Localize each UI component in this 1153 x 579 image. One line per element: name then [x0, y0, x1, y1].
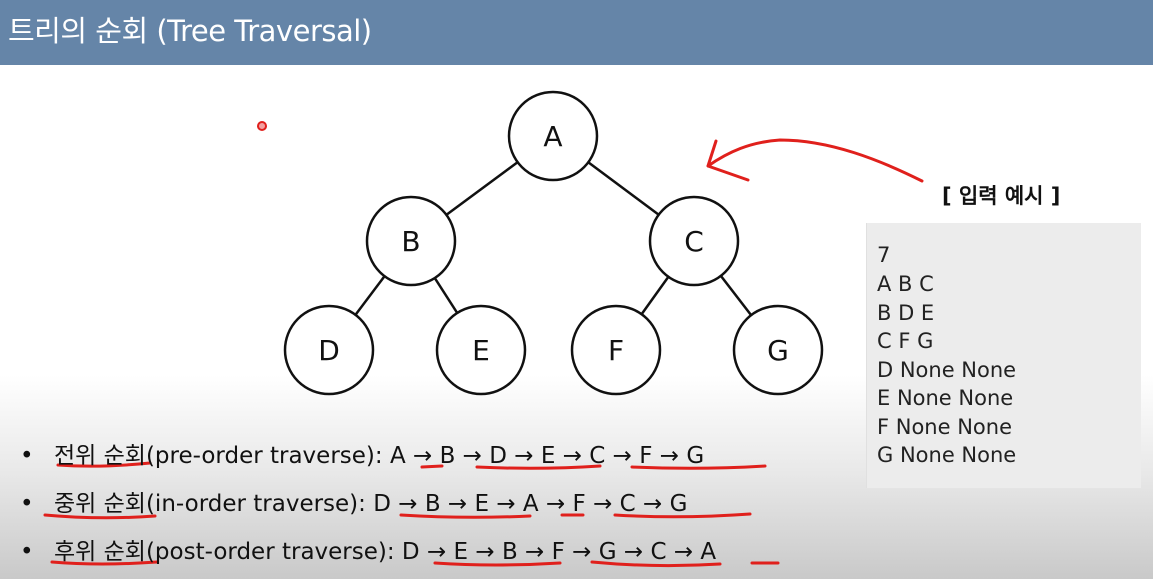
bullet-icon: • — [20, 539, 34, 565]
traversal-name: 후위 순회 — [54, 539, 146, 565]
node-g: G — [732, 304, 824, 396]
node-b: B — [365, 195, 457, 287]
node-d: D — [283, 304, 375, 396]
input-line: A B C — [877, 272, 934, 296]
input-line: 7 — [877, 243, 891, 267]
traversal-postorder: • 후위 순회(post-order traverse): D → E → B →… — [20, 532, 716, 566]
cursor-dot-icon — [257, 121, 267, 131]
traversal-detail: (in-order traverse): — [145, 491, 374, 517]
underline-in-3 — [613, 512, 752, 519]
underline-in-1 — [399, 513, 532, 519]
traversal-sequence: D → B → E → A → F → C → G — [373, 491, 688, 517]
traversal-inorder: • 중위 순회(in-order traverse): D → B → E → A… — [20, 484, 687, 518]
traversal-detail: (post-order traverse): — [145, 539, 402, 565]
input-line: C F G — [877, 329, 934, 353]
input-line: G None None — [877, 443, 1017, 467]
bullet-icon: • — [20, 443, 34, 469]
node-e: E — [435, 304, 527, 396]
traversal-sequence: A → B → D → E → C → F → G — [389, 443, 705, 469]
node-g-label: G — [767, 334, 789, 367]
node-e-label: E — [472, 334, 490, 367]
input-example-box: 7 A B C B D E C F G D None None E None N… — [866, 223, 1141, 488]
underlines — [43, 461, 780, 568]
underline-pre-2 — [475, 464, 602, 470]
underline-pre-3 — [630, 464, 767, 470]
underline-postorder-name — [50, 560, 159, 566]
traversal-preorder: • 전위 순회(pre-order traverse): A → B → D → … — [20, 436, 704, 470]
input-line: B D E — [877, 301, 935, 325]
node-b-label: B — [401, 225, 420, 258]
node-f-label: F — [608, 334, 624, 367]
underline-post-2 — [590, 560, 722, 568]
underline-pre-1 — [420, 464, 444, 469]
node-a-label: A — [543, 120, 562, 153]
underline-preorder-name — [56, 461, 152, 468]
node-c: C — [648, 195, 740, 287]
traversal-name: 중위 순회 — [54, 491, 146, 517]
node-c-label: C — [684, 225, 704, 258]
bullet-icon: • — [20, 491, 34, 517]
traversal-detail: (pre-order traverse): — [145, 443, 390, 469]
node-d-label: D — [318, 334, 340, 367]
underline-post-1 — [433, 561, 562, 567]
node-f: F — [570, 304, 662, 396]
input-line: E None None — [877, 386, 1014, 410]
page-title: 트리의 순회 (Tree Traversal) — [8, 14, 372, 48]
input-line: F None None — [877, 415, 1013, 439]
input-line: D None None — [877, 358, 1017, 382]
node-a: A — [507, 90, 599, 182]
input-example-caption: [ 입력 예시 ] — [942, 184, 1061, 208]
title-bar: 트리의 순회 (Tree Traversal) — [0, 0, 1153, 65]
traversal-sequence: D → E → B → F → G → C → A — [401, 539, 717, 565]
underline-inorder-name — [43, 513, 157, 520]
annotation-arrow — [706, 138, 924, 183]
traversal-name: 전위 순회 — [54, 443, 146, 469]
